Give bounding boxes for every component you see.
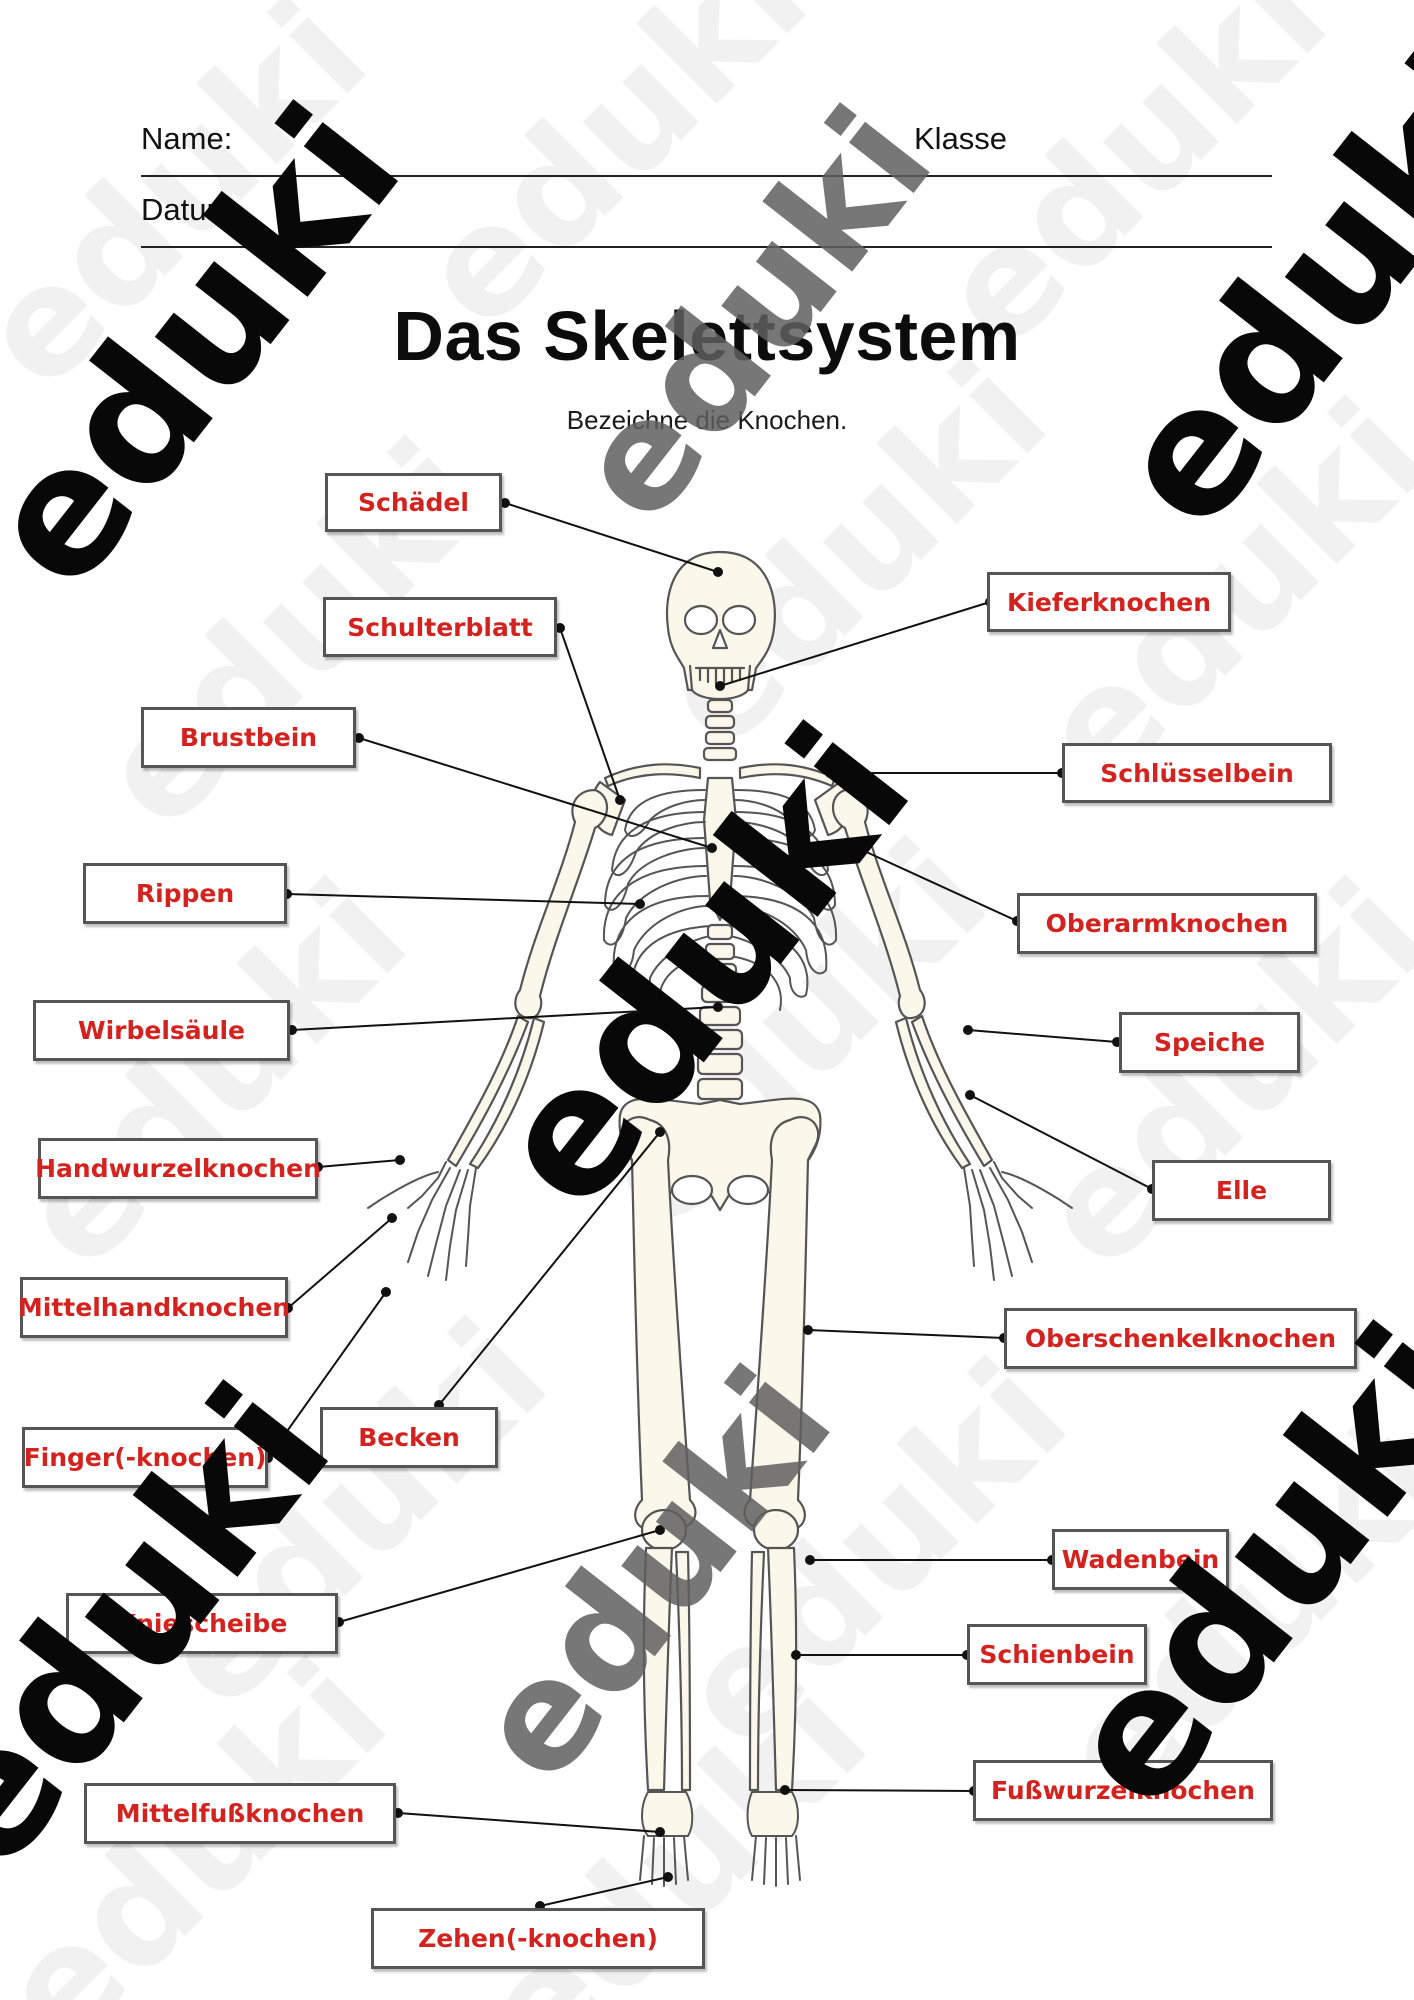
label-handwurzelknochen[interactable]: Handwurzelknochen (35, 1138, 321, 1199)
name-line (141, 175, 1272, 177)
label-text: Becken (358, 1423, 460, 1452)
date-line (141, 246, 1272, 248)
label-wadenbein[interactable]: Wadenbein (1052, 1529, 1229, 1590)
label-rippen[interactable]: Rippen (83, 863, 287, 924)
page-subtitle: Bezeichne die Knochen. (566, 405, 848, 435)
label-oberarmknochen[interactable]: Oberarmknochen (1017, 893, 1317, 954)
label-wirbelsaeule[interactable]: Wirbelsäule (33, 1000, 290, 1061)
label-schaedel[interactable]: Schädel (325, 473, 502, 532)
clavicle-left (603, 763, 702, 788)
page-title: Das Skelettsystem (393, 297, 1021, 375)
label-text: Schlüsselbein (1100, 758, 1294, 788)
label-text: Brustbein (179, 723, 318, 752)
name-label: Name: (141, 121, 233, 156)
label-text: Schienbein (979, 1640, 1135, 1669)
label-text: Wadenbein (1061, 1545, 1220, 1574)
label-text: Kniescheibe (116, 1609, 288, 1638)
class-label: Klasse (914, 121, 1008, 156)
clavicle-right (738, 763, 837, 788)
label-elle[interactable]: Elle (1152, 1160, 1331, 1221)
label-text: Wirbelsäule (78, 1016, 245, 1045)
label-text: Fußwurzelknochen (991, 1776, 1255, 1805)
label-fusswurzelknochen[interactable]: Fußwurzelknochen (973, 1760, 1273, 1821)
label-text: Rippen (135, 879, 235, 908)
label-kieferknochen[interactable]: Kieferknochen (987, 572, 1231, 632)
label-text: Mittelhandknochen (17, 1293, 291, 1322)
sternum (702, 776, 738, 922)
label-text: Oberarmknochen (1045, 909, 1289, 938)
label-text: Oberschenkelknochen (1024, 1324, 1337, 1353)
label-text: Schulterblatt (347, 612, 533, 642)
label-text: Mittelfußknochen (115, 1799, 365, 1828)
label-finger[interactable]: Finger(-knochen) (22, 1427, 268, 1488)
label-schulterblatt[interactable]: Schulterblatt (323, 597, 557, 657)
label-text: Finger(-knochen) (23, 1443, 267, 1472)
label-text: Kieferknochen (1006, 587, 1212, 617)
label-becken[interactable]: Becken (320, 1407, 498, 1468)
label-kniescheibe[interactable]: Kniescheibe (66, 1593, 338, 1654)
label-zehen[interactable]: Zehen(-knochen) (371, 1908, 705, 1969)
label-text: Zehen(-knochen) (418, 1924, 658, 1953)
label-mittelhandknochen[interactable]: Mittelhandknochen (17, 1277, 291, 1338)
label-text: Handwurzelknochen (35, 1154, 321, 1183)
label-oberschenkelknochen[interactable]: Oberschenkelknochen (1004, 1308, 1357, 1369)
humerus-right (831, 788, 926, 1020)
label-mittelfussknochen[interactable]: Mittelfußknochen (84, 1783, 396, 1844)
label-text: Elle (1215, 1176, 1268, 1205)
label-schienbein[interactable]: Schienbein (967, 1624, 1147, 1685)
label-text: Speiche (1154, 1028, 1265, 1057)
label-text: Schädel (358, 488, 469, 517)
date-label: Datum: (141, 192, 241, 227)
label-brustbein[interactable]: Brustbein (141, 707, 356, 768)
label-speiche[interactable]: Speiche (1119, 1012, 1300, 1073)
label-schluesselbein[interactable]: Schlüsselbein (1062, 743, 1332, 803)
